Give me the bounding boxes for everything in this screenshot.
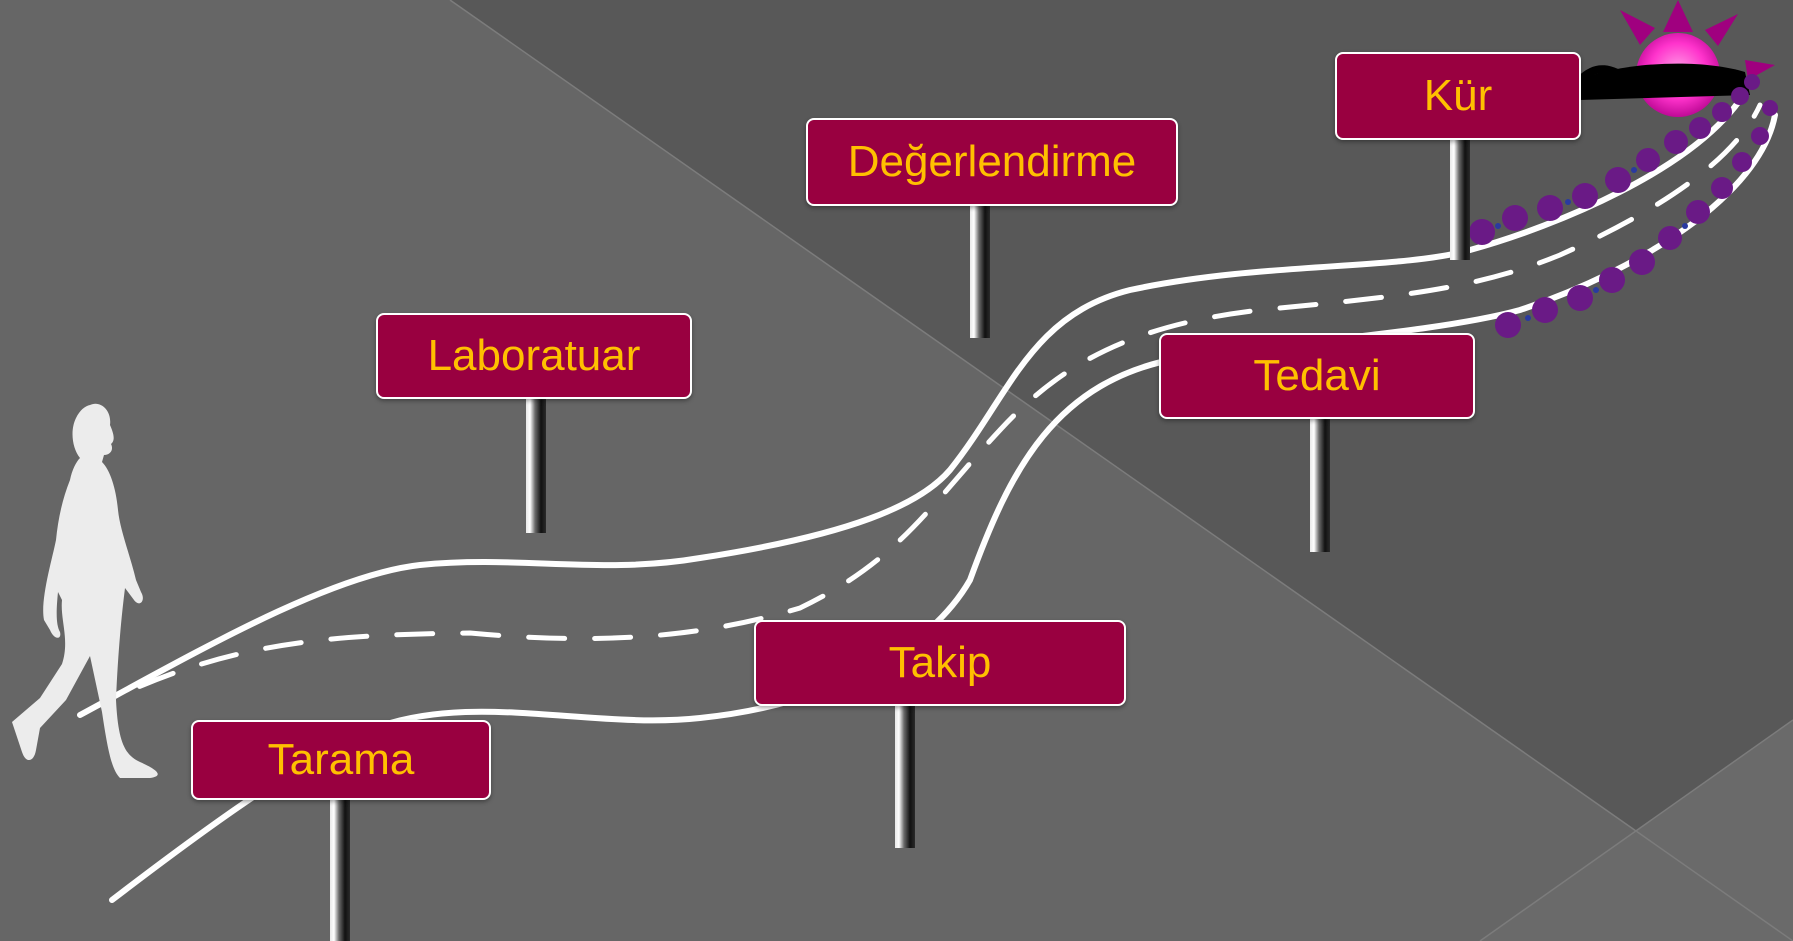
sign-kur: Kür: [1335, 52, 1581, 140]
post-degerlendirme: [970, 200, 990, 338]
walking-person-icon: [12, 403, 158, 778]
road-edge-upper: [77, 97, 1743, 718]
post-laboratuar: [526, 393, 546, 533]
sign-tedavi: Tedavi: [1159, 333, 1475, 419]
sign-takip: Takip: [754, 620, 1126, 706]
sign-label-takip: Takip: [888, 638, 992, 687]
road-centerline: [77, 102, 1763, 718]
post-tarama: [330, 800, 350, 941]
sign-tarama: Tarama: [191, 720, 491, 800]
end-connector-icon: [1577, 65, 1637, 86]
sign-label-degerlendirme: Değerlendirme: [847, 137, 1137, 186]
sign-label-tedavi: Tedavi: [1253, 351, 1381, 400]
post-kur: [1450, 136, 1470, 260]
sign-label-laboratuar: Laboratuar: [427, 331, 641, 380]
sign-laboratuar: Laboratuar: [376, 313, 692, 399]
sign-degerlendirme: Değerlendirme: [806, 118, 1178, 206]
sign-label-tarama: Tarama: [267, 735, 415, 784]
post-tedavi: [1310, 412, 1330, 552]
sign-label-kur: Kür: [1423, 71, 1493, 120]
post-takip: [895, 700, 915, 848]
flower-border-icon: [1469, 74, 1778, 338]
